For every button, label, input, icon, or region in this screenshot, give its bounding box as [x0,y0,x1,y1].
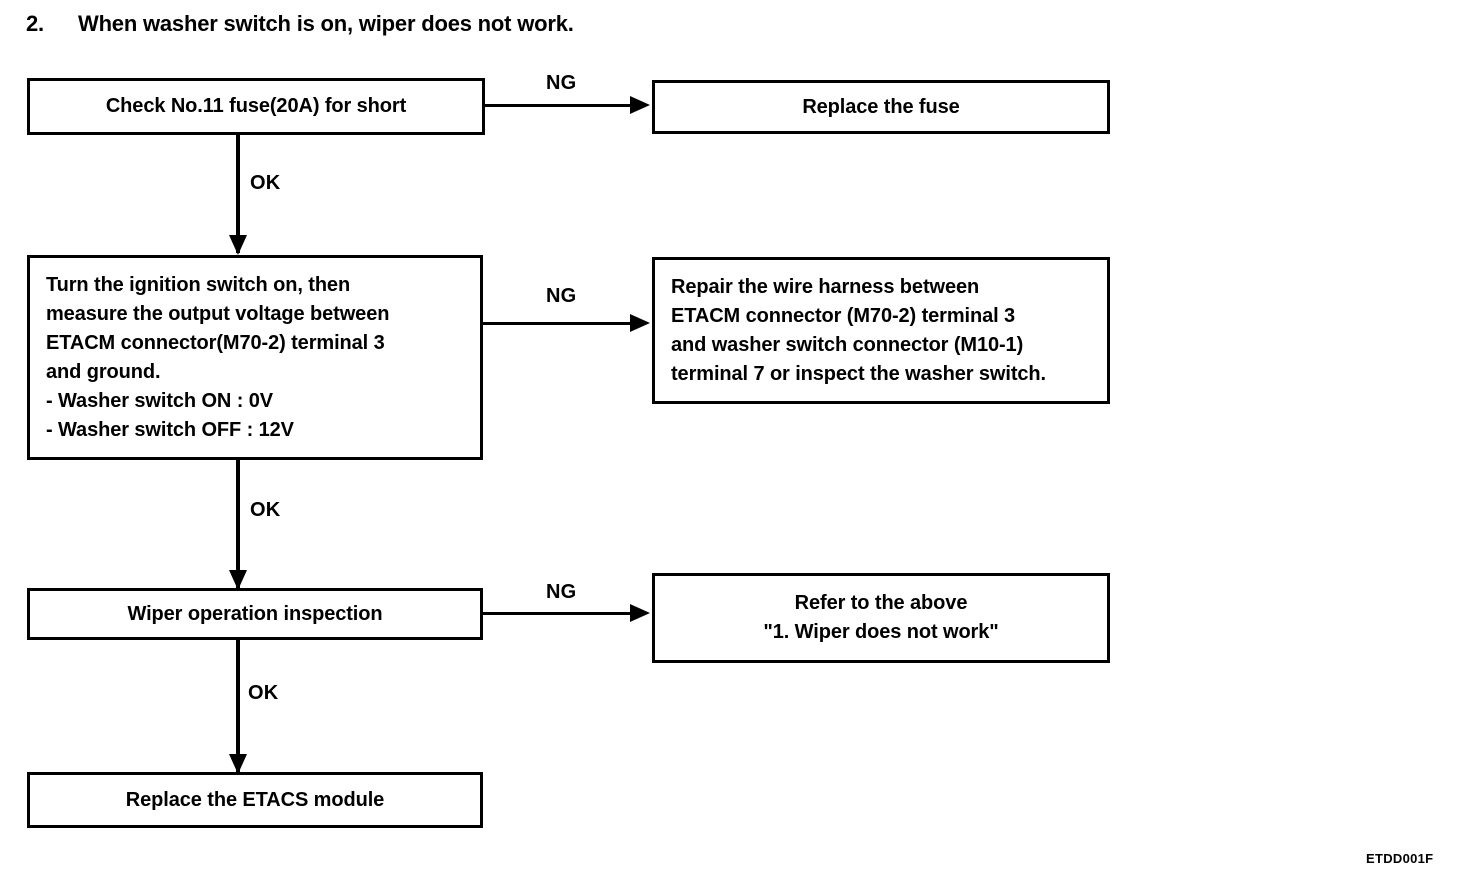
flow-box-replace-etacs: Replace the ETACS module [27,772,483,828]
arrowhead-right-icon-2 [630,314,650,332]
connector-line-ng-2 [483,322,633,325]
connector-line-ok-1 [236,135,240,253]
flow-box-measure-voltage-label: Turn the ignition switch on, then measur… [46,274,390,441]
arrowhead-down-icon-1 [229,235,247,255]
arrowhead-right-icon-1 [630,96,650,114]
arrowhead-down-icon-3 [229,754,247,774]
flow-box-repair-harness: Repair the wire harness between ETACM co… [652,257,1110,404]
edge-label-ng-1: NG [546,72,577,94]
flow-box-replace-fuse-label: Replace the fuse [802,95,960,118]
connector-line-ng-1 [485,104,633,107]
flow-box-measure-voltage: Turn the ignition switch on, then measur… [27,255,483,460]
arrowhead-down-icon-2 [229,570,247,590]
flow-box-check-fuse-label: Check No.11 fuse(20A) for short [105,95,407,117]
page-title-text: When washer switch is on, wiper does not… [78,11,574,36]
edge-label-ng-2: NG [546,285,577,307]
flow-box-wiper-inspect: Wiper operation inspection [27,588,483,640]
flow-box-refer-above-label: Refer to the above "1. Wiper does not wo… [763,592,999,643]
page-title: 2. When washer switch is on, wiper does n… [26,11,574,37]
page-title-number: 2. [26,11,44,36]
connector-line-ng-3 [483,612,633,615]
connector-line-ok-3 [236,640,240,772]
flow-box-replace-etacs-label: Replace the ETACS module [125,788,385,811]
flow-box-wiper-inspect-label: Wiper operation inspection [127,602,383,625]
edge-label-ng-3: NG [546,581,577,603]
edge-label-ok-1: OK [250,172,281,194]
flow-box-replace-fuse: Replace the fuse [652,80,1110,134]
arrowhead-right-icon-3 [630,604,650,622]
edge-label-ok-2: OK [250,499,281,521]
flow-box-refer-above: Refer to the above "1. Wiper does not wo… [652,573,1110,663]
edge-label-ok-3: OK [248,682,279,704]
connector-line-ok-2 [236,460,240,588]
flow-box-repair-harness-label: Repair the wire harness between ETACM co… [671,276,1047,385]
flow-box-check-fuse: Check No.11 fuse(20A) for short [27,78,485,135]
figure-code: ETDD001F [1366,851,1434,866]
